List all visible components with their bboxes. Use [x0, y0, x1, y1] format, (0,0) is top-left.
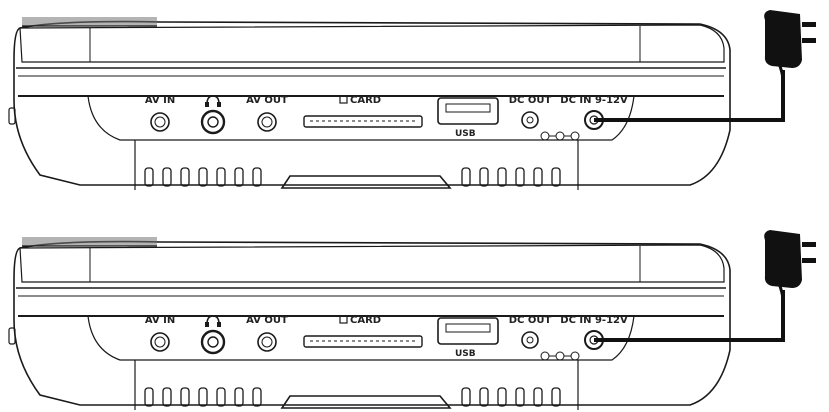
card-slot[interactable] — [303, 115, 423, 128]
usb-port[interactable] — [437, 317, 499, 345]
device-lid — [19, 24, 725, 63]
polarity-icon — [540, 351, 580, 361]
headphones-jack-icon — [205, 95, 221, 107]
av-in-jack[interactable] — [150, 332, 170, 352]
side-button — [8, 327, 16, 345]
usb-label: USB — [455, 129, 476, 139]
dc-out-label: DC OUT — [509, 95, 552, 106]
device-panel-bottom: AV IN AV OUT CARD USB DC OUT DC IN 9-12V — [8, 230, 816, 410]
av-in-label: AV IN — [145, 95, 175, 106]
vent-grille-right — [461, 167, 561, 187]
dc-out-label: DC OUT — [509, 315, 552, 326]
power-adapter-icon — [764, 230, 816, 299]
card-icon — [339, 95, 348, 104]
card-slot[interactable] — [303, 335, 423, 348]
headphones-jack-icon — [205, 315, 221, 327]
av-out-jack[interactable] — [257, 112, 277, 132]
power-cable — [594, 70, 785, 122]
polarity-icon — [540, 131, 580, 141]
power-cable — [594, 290, 785, 342]
card-label: CARD — [350, 95, 381, 106]
dc-out-jack[interactable] — [521, 111, 539, 129]
kickstand — [280, 395, 452, 409]
card-label: CARD — [350, 315, 381, 326]
headphones-jack[interactable] — [200, 329, 226, 355]
device-panel-top: AV IN AV OUT CARD USB DC OUT DC IN 9-12V — [8, 10, 816, 190]
lid-grip — [22, 17, 157, 26]
av-in-label: AV IN — [145, 315, 175, 326]
usb-label: USB — [455, 349, 476, 359]
vent-grille-left — [144, 387, 262, 407]
port-plate — [87, 95, 635, 141]
vent-grille-right — [461, 387, 561, 407]
device-lid — [19, 244, 725, 283]
kickstand — [280, 175, 452, 189]
power-adapter-icon — [764, 10, 816, 79]
av-out-jack[interactable] — [257, 332, 277, 352]
av-in-jack[interactable] — [150, 112, 170, 132]
lid-grip — [22, 237, 157, 246]
usb-port[interactable] — [437, 97, 499, 125]
side-button — [8, 107, 16, 125]
card-icon — [339, 315, 348, 324]
av-out-label: AV OUT — [246, 95, 288, 106]
headphones-jack[interactable] — [200, 109, 226, 135]
av-out-label: AV OUT — [246, 315, 288, 326]
port-plate — [87, 315, 635, 361]
vent-grille-left — [144, 167, 262, 187]
dc-out-jack[interactable] — [521, 331, 539, 349]
dc-in-label: DC IN 9-12V — [560, 95, 628, 106]
dc-in-label: DC IN 9-12V — [560, 315, 628, 326]
